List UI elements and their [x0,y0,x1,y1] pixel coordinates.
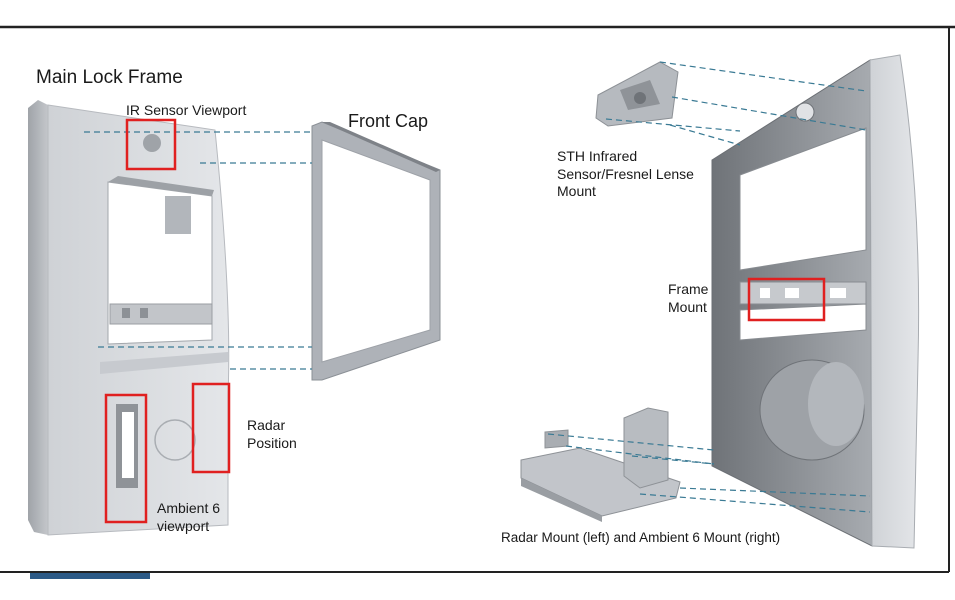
frame-mount-label: Frame Mount [668,281,709,315]
rear-frame-part [711,54,920,549]
sth-sensor-mount-part [595,61,679,127]
leader-lines [84,61,871,513]
radar-position-label: Radar Position [247,417,297,451]
ambient-viewport-label: Ambient 6 viewport [157,500,221,534]
main-lock-frame-label: Main Lock Frame [36,67,183,88]
main-lock-frame-part [28,100,230,536]
radar-ambient-mount-part [520,407,681,522]
front-cap-part [311,121,441,381]
radar-position-highlight [191,382,231,474]
frame-mount-highlight [747,277,826,322]
radar-mount-label: Radar Mount (left) and Ambient 6 Mount (… [501,530,781,545]
ambient-viewport-highlight [104,393,148,524]
ir-sensor-viewport-label: IR Sensor Viewport [126,102,247,118]
figure-border [0,25,955,579]
highlight-boxes [104,118,826,524]
front-cap-label: Front Cap [348,111,429,131]
ir-viewport-highlight [125,118,177,171]
sth-infrared-label: STH Infrared Sensor/Fresnel Lense Mount [557,148,694,199]
